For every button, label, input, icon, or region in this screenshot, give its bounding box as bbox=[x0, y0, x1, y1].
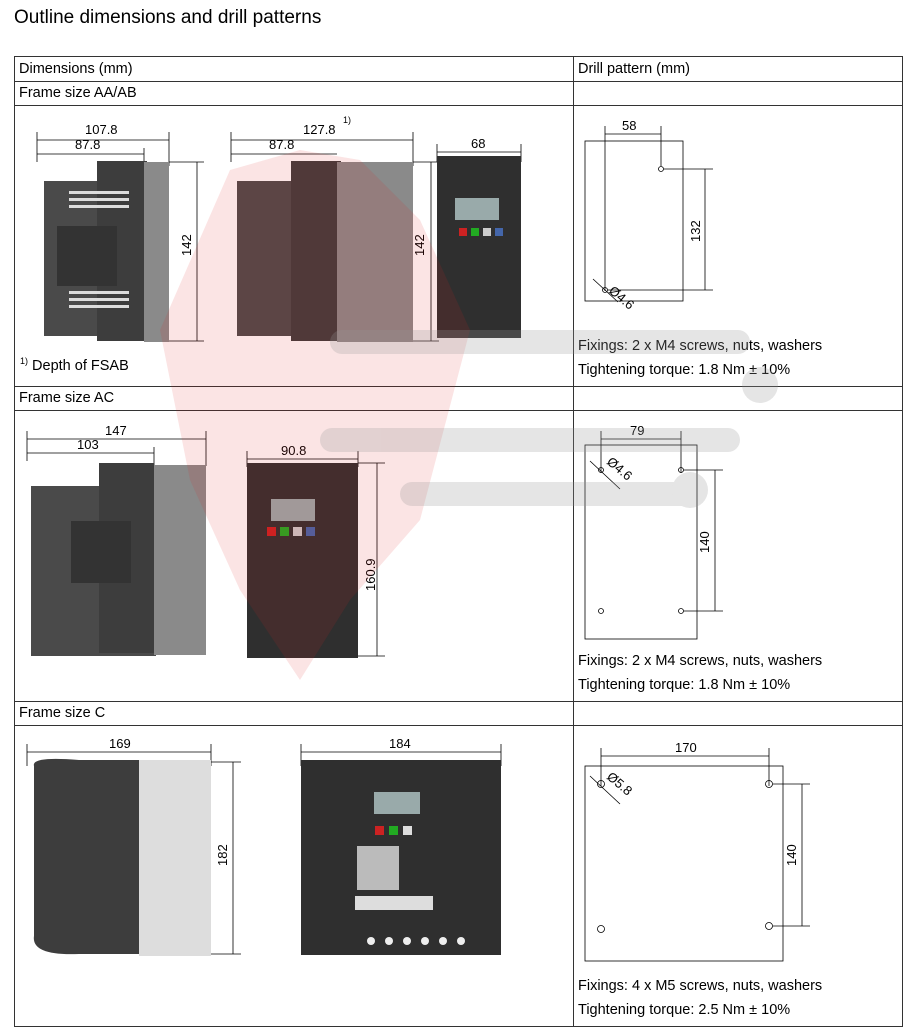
dim-depth-total: 107.8 bbox=[85, 122, 118, 137]
drill-h-spacing: 170 bbox=[675, 740, 697, 755]
empty-cell bbox=[573, 386, 903, 411]
header-drill: Drill pattern (mm) bbox=[573, 56, 903, 82]
dim-height: 142 bbox=[179, 234, 194, 256]
drill-hole-diameter: Ø4.6 bbox=[606, 283, 637, 313]
front-view-aa bbox=[437, 156, 521, 338]
footnote-text: Depth of FSAB bbox=[32, 357, 129, 374]
drill-pattern-aa: 58 132 Ø4.6 bbox=[584, 118, 713, 313]
frame-label-c: Frame size C bbox=[14, 701, 574, 726]
drill-v-spacing: 140 bbox=[697, 531, 712, 553]
dim-width: 184 bbox=[389, 736, 411, 751]
front-view-ac bbox=[247, 463, 358, 658]
fixings-c: Fixings: 4 x M5 screws, nuts, washers bbox=[578, 978, 823, 994]
drill-v-spacing: 132 bbox=[688, 220, 703, 242]
drawing-ac: 147 103 90.8 160.9 bbox=[14, 410, 574, 702]
dim-height: 160.9 bbox=[363, 558, 378, 591]
frame-aa-drawings: 107.8 87.8 142 127.8 1) 87.8 142 68 bbox=[36, 115, 522, 342]
drawing-aa: 107.8 87.8 142 127.8 1) 87.8 142 68 1) D… bbox=[14, 105, 574, 387]
dim-depth-ab-footnote-mark: 1) bbox=[343, 115, 351, 125]
side-view-aa bbox=[36, 132, 204, 342]
frame-ac-drawings: 147 103 90.8 160.9 bbox=[26, 423, 385, 658]
page-title: Outline dimensions and drill patterns bbox=[14, 7, 322, 28]
drill-h-spacing: 79 bbox=[630, 423, 644, 438]
front-view-c bbox=[301, 760, 501, 955]
torque-c: Tightening torque: 2.5 Nm ± 10% bbox=[578, 1002, 791, 1018]
dimensions-table: Dimensions (mm)Drill pattern (mm) Frame … bbox=[14, 56, 903, 1027]
drill-h-spacing: 58 bbox=[622, 118, 636, 133]
torque-ac: Tightening torque: 1.8 Nm ± 10% bbox=[578, 677, 791, 693]
footnote-mark: 1) bbox=[20, 356, 29, 366]
drill-aa: 58 132 Ø4.6 Fixings: 2 x M4 screws, nuts… bbox=[573, 105, 903, 387]
drill-v-spacing: 140 bbox=[784, 844, 799, 866]
drawing-c: 169 182 184 bbox=[14, 725, 574, 1027]
frame-c-drawings: 169 182 184 bbox=[26, 736, 502, 956]
empty-cell bbox=[573, 81, 903, 106]
dim-depth-total: 147 bbox=[105, 423, 127, 438]
fixings-ac: Fixings: 2 x M4 screws, nuts, washers bbox=[578, 653, 823, 669]
dim-height: 182 bbox=[215, 844, 230, 866]
frame-label-ac: Frame size AC bbox=[14, 386, 574, 411]
dim-depth: 87.8 bbox=[75, 137, 100, 152]
dim-depth: 169 bbox=[109, 736, 131, 751]
dim-depth: 103 bbox=[77, 437, 99, 452]
drill-pattern-ac: 79 140 Ø4.6 bbox=[584, 423, 723, 640]
torque-aa: Tightening torque: 1.8 Nm ± 10% bbox=[578, 362, 791, 378]
side-view-c bbox=[33, 758, 139, 955]
drill-c: 170 140 Ø5.8 Fixings: 4 x M5 screws, nut… bbox=[573, 725, 903, 1027]
header-dimensions: Dimensions (mm) bbox=[14, 56, 574, 82]
empty-cell bbox=[573, 701, 903, 726]
frame-label-aa: Frame size AA/AB bbox=[14, 81, 574, 106]
dim-depth-ab: 127.8 bbox=[303, 122, 336, 137]
drill-ac: 79 140 Ø4.6 Fixings: 2 x M4 screws, nuts… bbox=[573, 410, 903, 702]
dim-width: 68 bbox=[471, 136, 485, 151]
dim-height-ab: 142 bbox=[412, 234, 427, 256]
footnote: 1) Depth of FSAB bbox=[20, 356, 129, 374]
drill-pattern-c: 170 140 Ø5.8 bbox=[584, 740, 810, 962]
fixings-aa: Fixings: 2 x M4 screws, nuts, washers bbox=[578, 338, 823, 354]
dim-depth-ab2: 87.8 bbox=[269, 137, 294, 152]
dim-width: 90.8 bbox=[281, 443, 306, 458]
